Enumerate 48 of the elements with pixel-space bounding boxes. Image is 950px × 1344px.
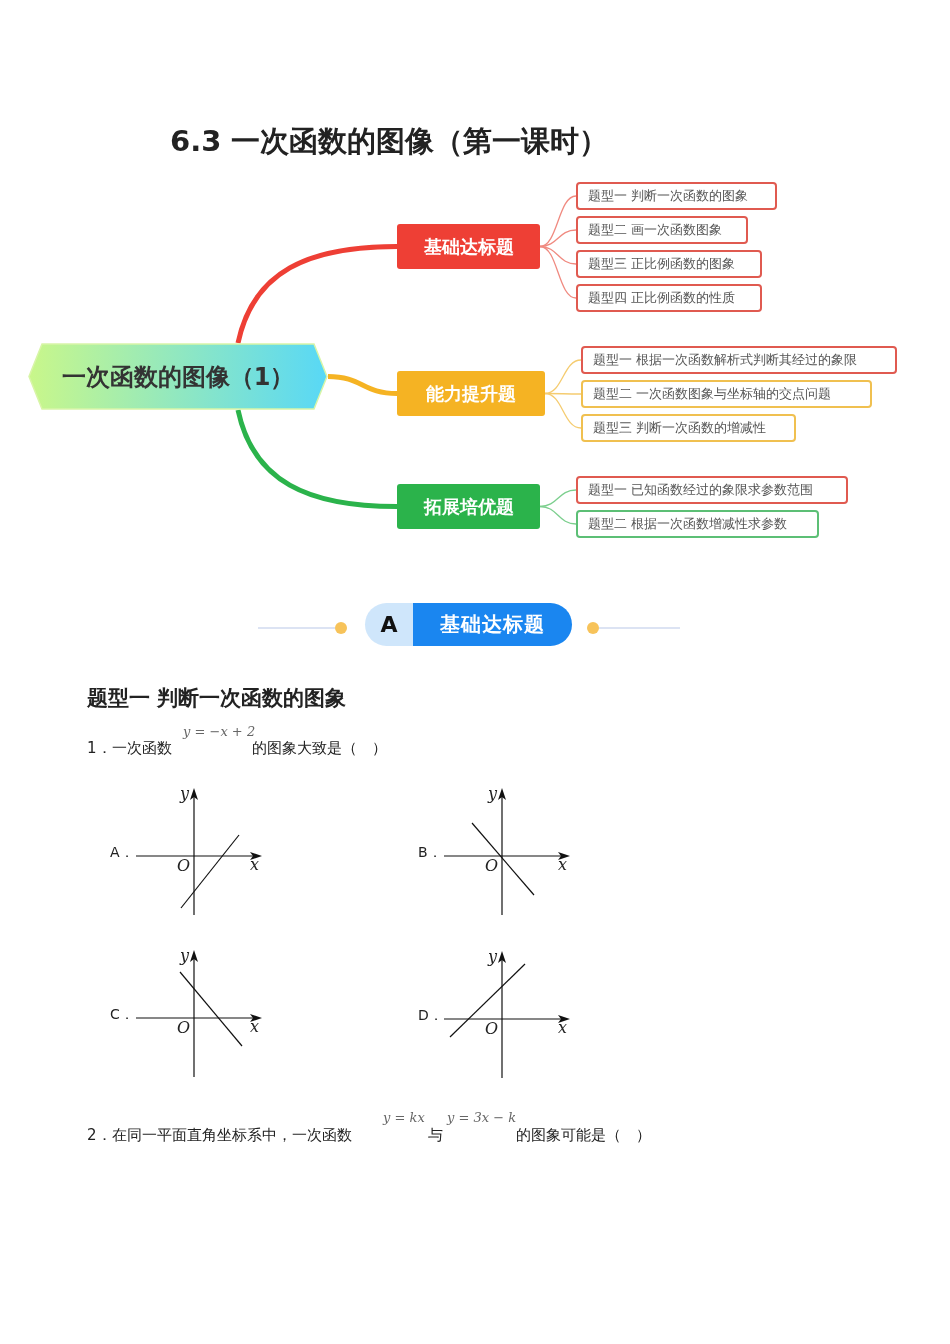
question-text: 2．在同一平面直角坐标系中，一次函数	[87, 1126, 352, 1145]
axis-label: O	[177, 858, 191, 874]
question-text: 1．一次函数	[87, 739, 172, 758]
axis-label: x	[558, 1020, 568, 1036]
topic-box: 题型一 已知函数经过的象限求参数范围	[576, 476, 848, 504]
formula: y = −x + 2	[183, 724, 256, 739]
topic-box: 题型二 画一次函数图象	[576, 216, 748, 244]
topic-box: 题型二 根据一次函数增减性求参数	[576, 510, 819, 538]
axis-label: O	[485, 858, 499, 874]
branch-line	[539, 505, 577, 525]
question-text: 的图象大致是（ ）	[252, 739, 387, 758]
topic-box: 题型三 正比例函数的图象	[576, 250, 762, 278]
formula: y = kx	[383, 1110, 425, 1125]
axis-label: y	[180, 786, 190, 802]
topic-box: 题型一 根据一次函数解析式判断其经过的象限	[581, 346, 897, 374]
axis-label: y	[488, 786, 498, 802]
branch-line	[235, 409, 398, 509]
axis-label: y	[488, 949, 498, 965]
option-label: D．	[418, 1007, 443, 1025]
banner-title: 基础达标题	[413, 603, 572, 646]
topic-box: 题型三 判断一次函数的增减性	[581, 414, 796, 442]
question-text: 与	[428, 1126, 443, 1145]
topic-hexagon: 一次函数的图像（1）	[28, 343, 328, 410]
branch-line	[235, 244, 398, 344]
axis-label: y	[180, 948, 190, 964]
question-text: 的图象可能是（ ）	[516, 1126, 651, 1145]
axis-label: x	[250, 1019, 260, 1035]
option-label: C．	[110, 1006, 134, 1024]
branch-line	[544, 392, 582, 429]
category-box: 基础达标题	[397, 224, 540, 269]
axis-label: O	[177, 1020, 191, 1036]
axis-label: O	[485, 1021, 499, 1037]
option-label: B．	[418, 844, 442, 862]
page-title: 6.3 一次函数的图像（第一课时）	[170, 123, 609, 160]
banner-letter: A	[365, 603, 413, 646]
branch-line	[539, 195, 577, 248]
topic-box: 题型二 一次函数图象与坐标轴的交点问题	[581, 380, 872, 408]
branch-line	[327, 374, 398, 396]
option-label: A．	[110, 844, 134, 862]
topic-box: 题型一 判断一次函数的图象	[576, 182, 777, 210]
topic-box: 题型四 正比例函数的性质	[576, 284, 762, 312]
category-box: 拓展培优题	[397, 484, 540, 529]
branch-line	[539, 245, 577, 299]
formula: y = 3x − k	[447, 1110, 517, 1125]
category-box: 能力提升题	[397, 371, 545, 416]
axis-label: x	[558, 857, 568, 873]
axis-label: x	[250, 857, 260, 873]
section-heading: 题型一 判断一次函数的图象	[87, 685, 347, 712]
